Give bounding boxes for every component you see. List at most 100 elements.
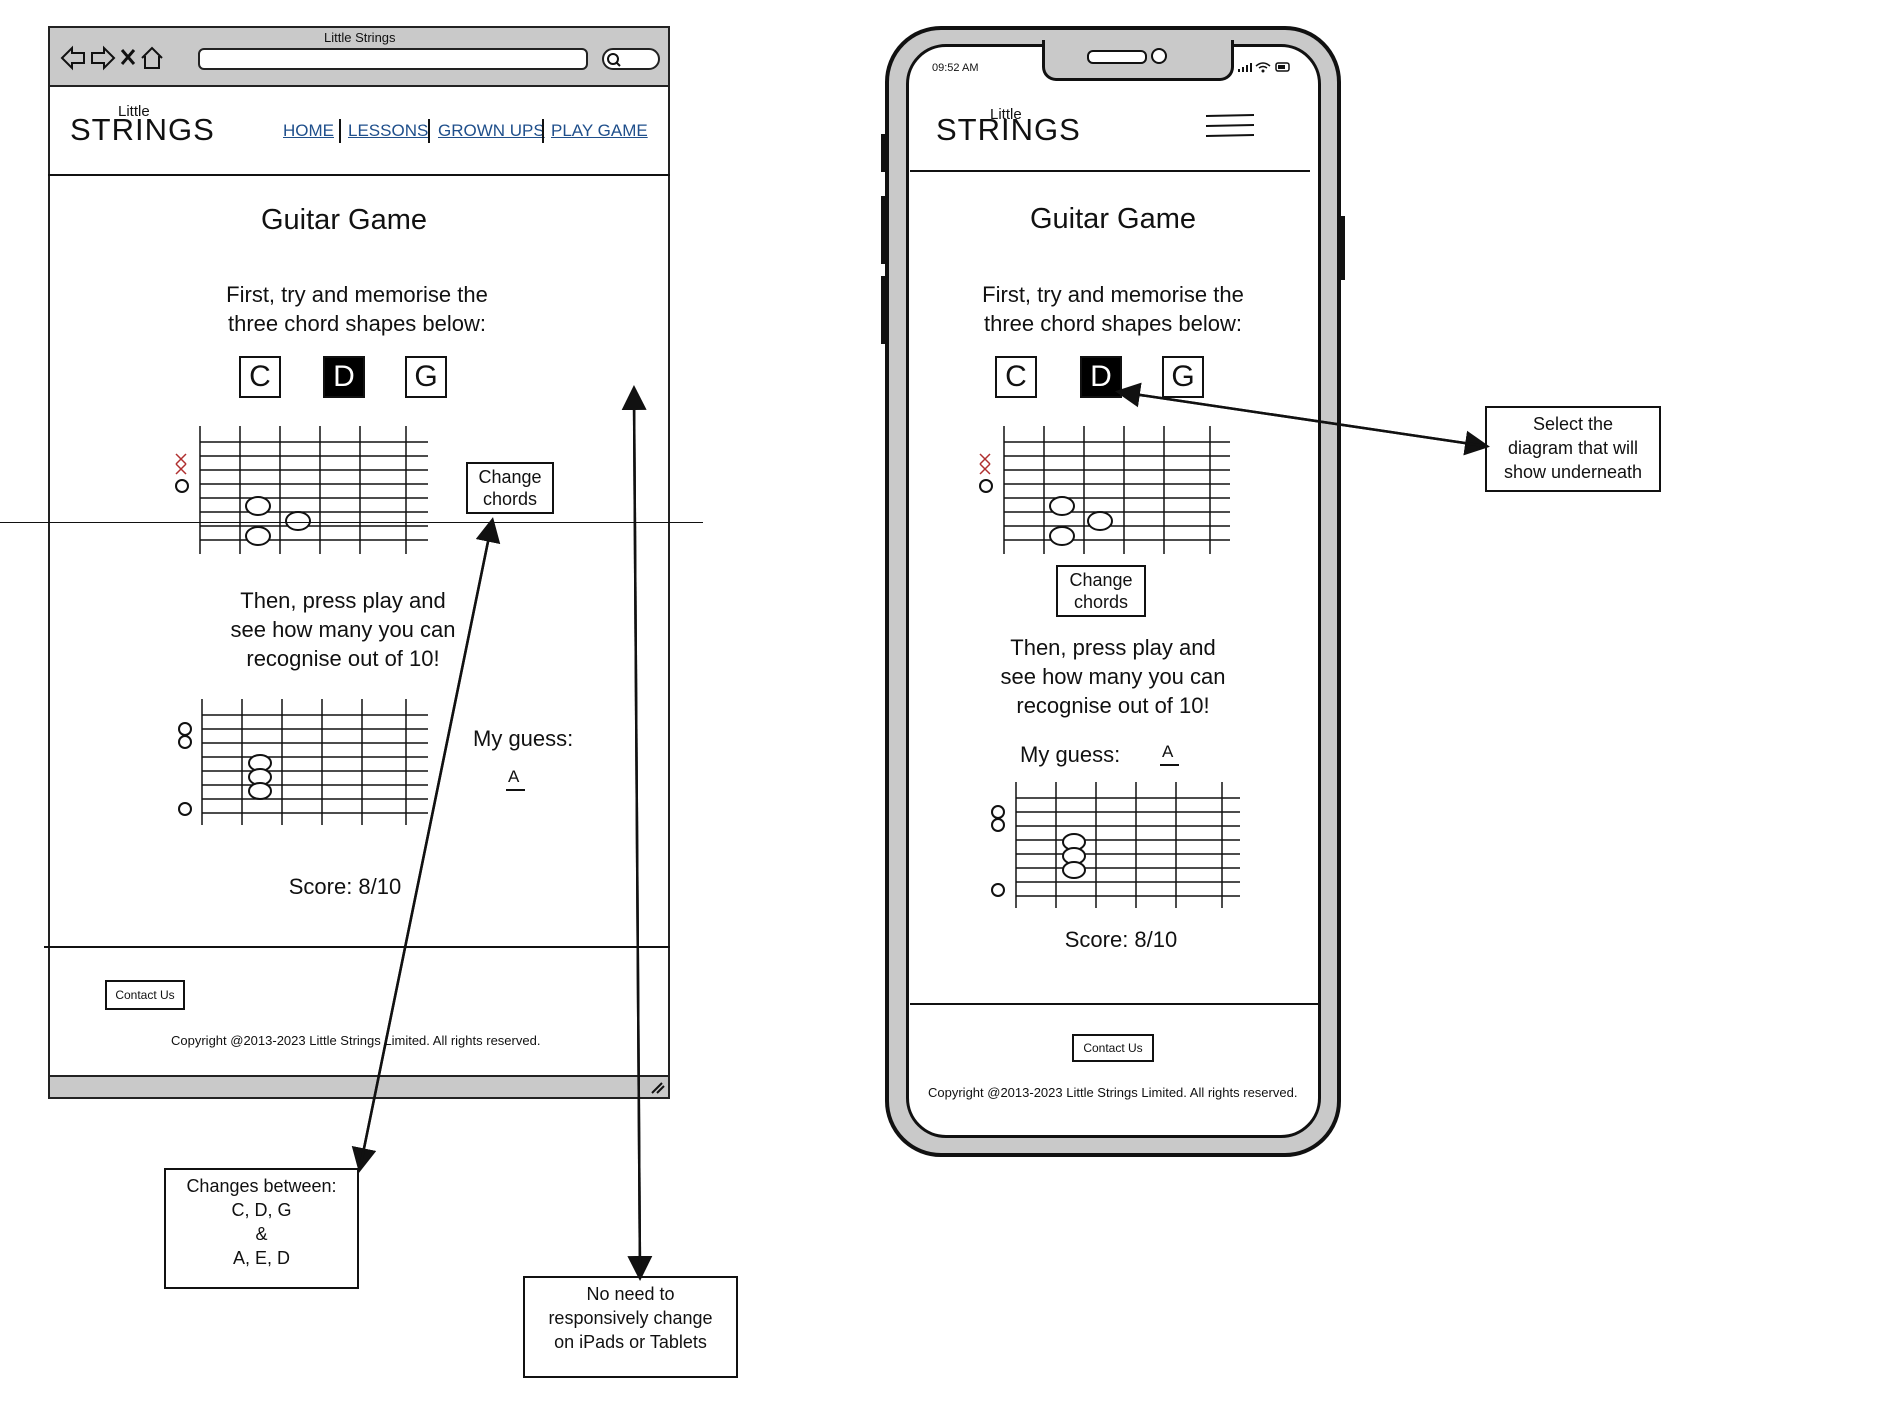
note-line: show underneath — [1503, 462, 1643, 482]
score-text: Score: 8/10 — [288, 874, 402, 899]
open-string-icon — [178, 802, 192, 816]
instructions-line: see how many you can — [1000, 664, 1226, 689]
note-line: A, E, D — [232, 1248, 290, 1268]
arrow-up — [621, 385, 647, 1277]
phone-chord-diagram-d[interactable] — [974, 424, 1234, 556]
nav-lessons[interactable]: LESSONS — [348, 121, 429, 140]
finger-dot-icon — [1087, 511, 1113, 531]
chord-button-d[interactable]: D — [323, 356, 365, 398]
phone-chord-button-d[interactable]: D — [1080, 356, 1122, 398]
open-string-icon — [991, 818, 1005, 832]
status-time: 09:52 AM — [932, 62, 979, 74]
footer-divider — [44, 946, 670, 948]
phone-side-button — [881, 276, 886, 344]
intro-line: First, try and memorise the — [982, 282, 1244, 307]
instructions-line: recognise out of 10! — [246, 646, 440, 671]
phone-side-button — [1340, 216, 1345, 280]
note-line: C, D, G — [231, 1200, 292, 1220]
close-icon — [120, 49, 136, 65]
phone-side-button — [881, 196, 886, 264]
phone-quiz-chord-diagram — [991, 782, 1240, 908]
instructions-line: Then, press play and — [240, 588, 446, 613]
logo-small-text: Little — [118, 103, 150, 120]
phone-contact-us-button[interactable]: Contact Us — [1072, 1034, 1154, 1062]
open-string-icon — [175, 479, 189, 493]
muted-string-icon — [979, 453, 991, 475]
nav-grown-ups[interactable]: GROWN UPS — [438, 121, 545, 140]
finger-dot-icon — [245, 526, 271, 546]
intro-line: three chord shapes below: — [227, 311, 487, 336]
note-line: responsively change — [548, 1308, 713, 1328]
nav-separator — [339, 119, 341, 143]
phone-header-divider — [910, 170, 1310, 172]
note-line: Changes between: — [186, 1176, 337, 1196]
phone-guess-input[interactable]: A — [1160, 742, 1180, 766]
finger-dot-icon — [1049, 526, 1075, 546]
open-string-icon — [979, 479, 993, 493]
instructions-line: Then, press play and — [1010, 635, 1216, 660]
guess-input[interactable]: A — [506, 767, 526, 791]
header-divider — [48, 174, 670, 176]
nav-home[interactable]: HOME — [283, 121, 334, 140]
open-string-icon — [991, 883, 1005, 897]
fold-line — [0, 522, 703, 523]
nav-separator — [428, 119, 430, 143]
url-bar[interactable] — [198, 48, 588, 70]
note-no-responsive: No need to responsively change on iPads … — [523, 1276, 738, 1378]
finger-dot-icon — [1049, 496, 1075, 516]
wifi-icon — [1255, 62, 1271, 69]
note-select-diagram: Select the diagram that will show undern… — [1485, 406, 1661, 492]
nav-play-game[interactable]: PLAY GAME — [551, 121, 648, 140]
speaker-icon — [1087, 50, 1147, 64]
muted-string-icon — [175, 453, 187, 475]
hamburger-icon[interactable] — [1204, 112, 1256, 140]
finger-dot-icon — [1062, 861, 1086, 879]
finger-dot-icon — [245, 496, 271, 516]
phone-change-chords-button[interactable]: Change chords — [1056, 565, 1146, 617]
search-bar[interactable] — [602, 48, 660, 70]
instructions-line: recognise out of 10! — [1016, 693, 1210, 718]
phone-logo[interactable]: STRINGS — [936, 112, 1081, 147]
instructions-line: see how many you can — [230, 617, 456, 642]
chord-diagram-d[interactable] — [170, 424, 430, 556]
logo[interactable]: STRINGS — [70, 112, 215, 147]
phone-footer-divider — [910, 1003, 1318, 1005]
change-chords-button[interactable]: Change chords — [466, 462, 554, 514]
button-label: chords — [482, 489, 538, 509]
phone-instructions-text: Then, press play and see how many you ca… — [970, 633, 1256, 720]
phone-copyright-text: Copyright @2013-2023 Little Strings Limi… — [928, 1085, 1298, 1100]
battery-icon — [1275, 62, 1290, 72]
note-changes-between: Changes between: C, D, G & A, E, D — [164, 1168, 359, 1289]
phone-chord-button-g[interactable]: G — [1162, 356, 1204, 398]
guess-label: My guess: — [473, 726, 574, 751]
note-line: & — [255, 1224, 268, 1244]
intro-line: three chord shapes below: — [983, 311, 1243, 336]
note-line: No need to — [586, 1284, 675, 1304]
window-title: Little Strings — [324, 30, 396, 45]
arrow-to-change-button — [358, 517, 501, 1169]
phone-intro-text: First, try and memorise the three chord … — [926, 280, 1300, 338]
browser-toolbar: Little Strings — [48, 26, 670, 87]
note-line: Select the — [1532, 414, 1614, 434]
phone-chord-button-c[interactable]: C — [995, 356, 1037, 398]
phone-side-button — [881, 134, 886, 172]
nav-separator — [542, 119, 544, 143]
quiz-chord-diagram — [178, 699, 428, 825]
finger-dot-icon — [248, 782, 272, 800]
chord-button-g[interactable]: G — [405, 356, 447, 398]
contact-us-button[interactable]: Contact Us — [105, 980, 185, 1010]
browser-nav-icons — [60, 45, 163, 71]
phone-score-text: Score: 8/10 — [1064, 927, 1178, 952]
chord-button-c[interactable]: C — [239, 356, 281, 398]
resize-handle-icon[interactable] — [650, 1081, 666, 1095]
home-icon — [141, 46, 163, 69]
status-icons — [1238, 62, 1290, 73]
search-icon — [607, 53, 621, 67]
signal-icon — [1238, 63, 1252, 72]
browser-status-bar — [48, 1075, 670, 1099]
intro-text: First, try and memorise the three chord … — [170, 280, 544, 338]
note-line: diagram that will — [1507, 438, 1639, 458]
button-label: Change — [478, 467, 542, 487]
camera-icon — [1151, 48, 1167, 64]
